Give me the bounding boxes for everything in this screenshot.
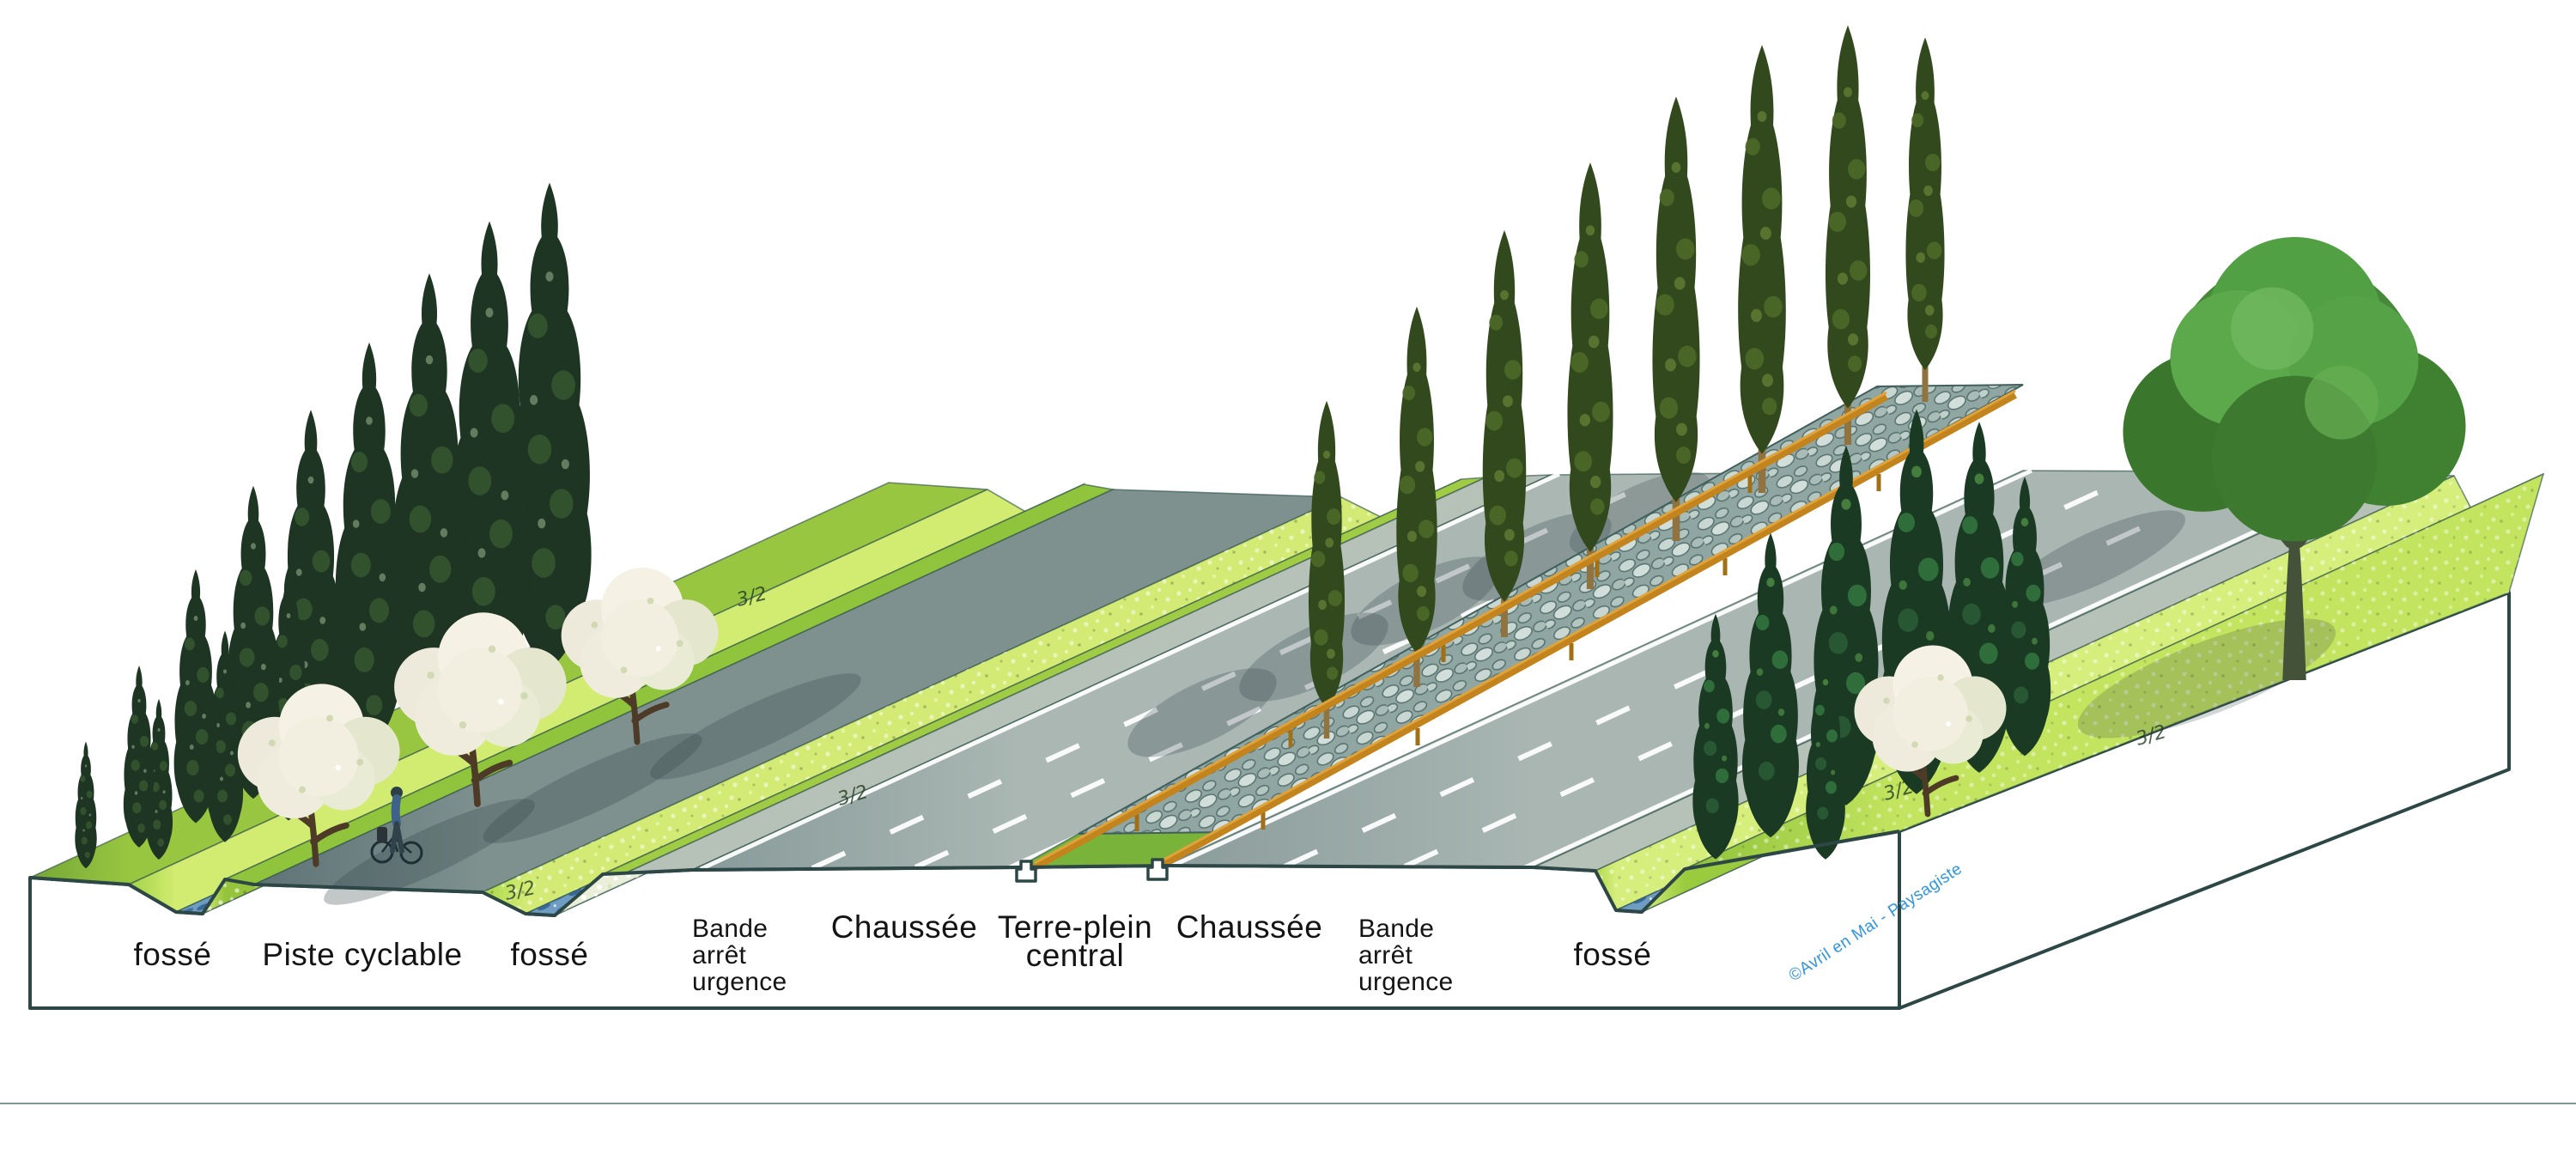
guardrail-left bbox=[1033, 391, 1888, 871]
marker-post-left bbox=[1015, 860, 1037, 883]
median-marker-posts bbox=[1015, 858, 1169, 883]
label-bande-arret-urgence-right: Bande arrêt urgence bbox=[1358, 915, 1454, 996]
section-profile-edge bbox=[29, 830, 1900, 917]
label-chaussee-left: Chaussée bbox=[830, 909, 978, 945]
page-divider-line bbox=[0, 1103, 2576, 1104]
label-fosse-right: fossé bbox=[1573, 937, 1652, 972]
label-piste-cyclable: Piste cyclable bbox=[262, 937, 463, 972]
rock-bed bbox=[1078, 384, 2024, 835]
label-fosse-mid: fossé bbox=[510, 937, 589, 972]
guardrails bbox=[1033, 389, 2017, 871]
guardrail-right bbox=[1159, 389, 2017, 869]
cyclist bbox=[370, 787, 423, 865]
marker-post-right bbox=[1146, 858, 1169, 881]
label-terre-plein-central: Terre-plein central bbox=[997, 909, 1153, 973]
label-chaussee-right: Chaussée bbox=[1176, 909, 1323, 945]
label-fosse-left: fossé bbox=[133, 937, 212, 972]
label-bande-arret-urgence-left: Bande arrêt urgence bbox=[692, 915, 787, 996]
